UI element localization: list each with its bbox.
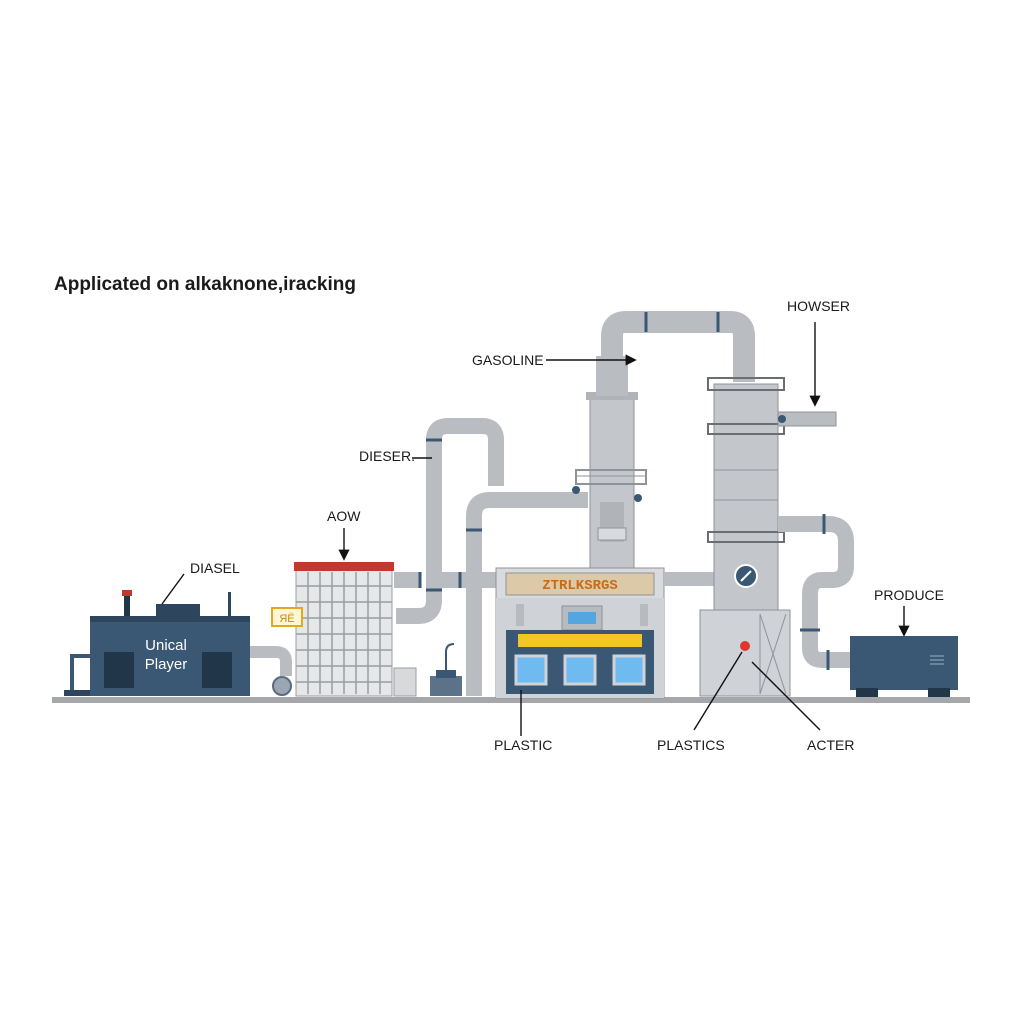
- small-tank: [393, 667, 417, 697]
- produce-unit: [850, 636, 958, 697]
- label-howser: HOWSER: [787, 298, 850, 314]
- small-pump: [430, 643, 462, 696]
- line-plastics: [693, 651, 743, 731]
- diagram-title: Applicated on alkaknone,iracking: [54, 274, 356, 295]
- unit-label-line2: Player: [145, 656, 188, 673]
- tank-small-sign: ЯЁ: [279, 613, 294, 625]
- label-plastics: PLASTICS: [657, 737, 725, 753]
- ground-line: [52, 697, 970, 703]
- grid-tank: ЯЁ: [271, 562, 394, 697]
- red-indicator: [740, 641, 750, 651]
- main-column: [699, 377, 854, 697]
- line-diasel: [161, 573, 185, 605]
- unit-building: Unical Player: [64, 590, 250, 696]
- unit-label-line1: Unical: [145, 637, 187, 654]
- label-diasel: DIASEL: [190, 560, 240, 576]
- pipe-unit-to-pump: [250, 646, 292, 696]
- pipe-dieser-loop: [394, 418, 588, 696]
- callout-lines: [161, 322, 910, 736]
- label-dieser: DIESER.: [359, 448, 416, 464]
- pipe-plant-to-column: [664, 572, 716, 586]
- pipe-dieser-flanges: [418, 438, 482, 592]
- label-produce: PRODUCE: [874, 587, 945, 603]
- plant-building: ZTRLKSRGS: [495, 567, 665, 699]
- line-acter: [751, 661, 821, 731]
- plant-sign: ZTRLKSRGS: [542, 578, 618, 594]
- label-plastic: PLASTIC: [494, 737, 553, 753]
- middle-column: [572, 311, 755, 569]
- label-aow: AOW: [327, 508, 361, 524]
- label-gasoline: GASOLINE: [472, 352, 544, 368]
- label-acter: ACTER: [807, 737, 855, 753]
